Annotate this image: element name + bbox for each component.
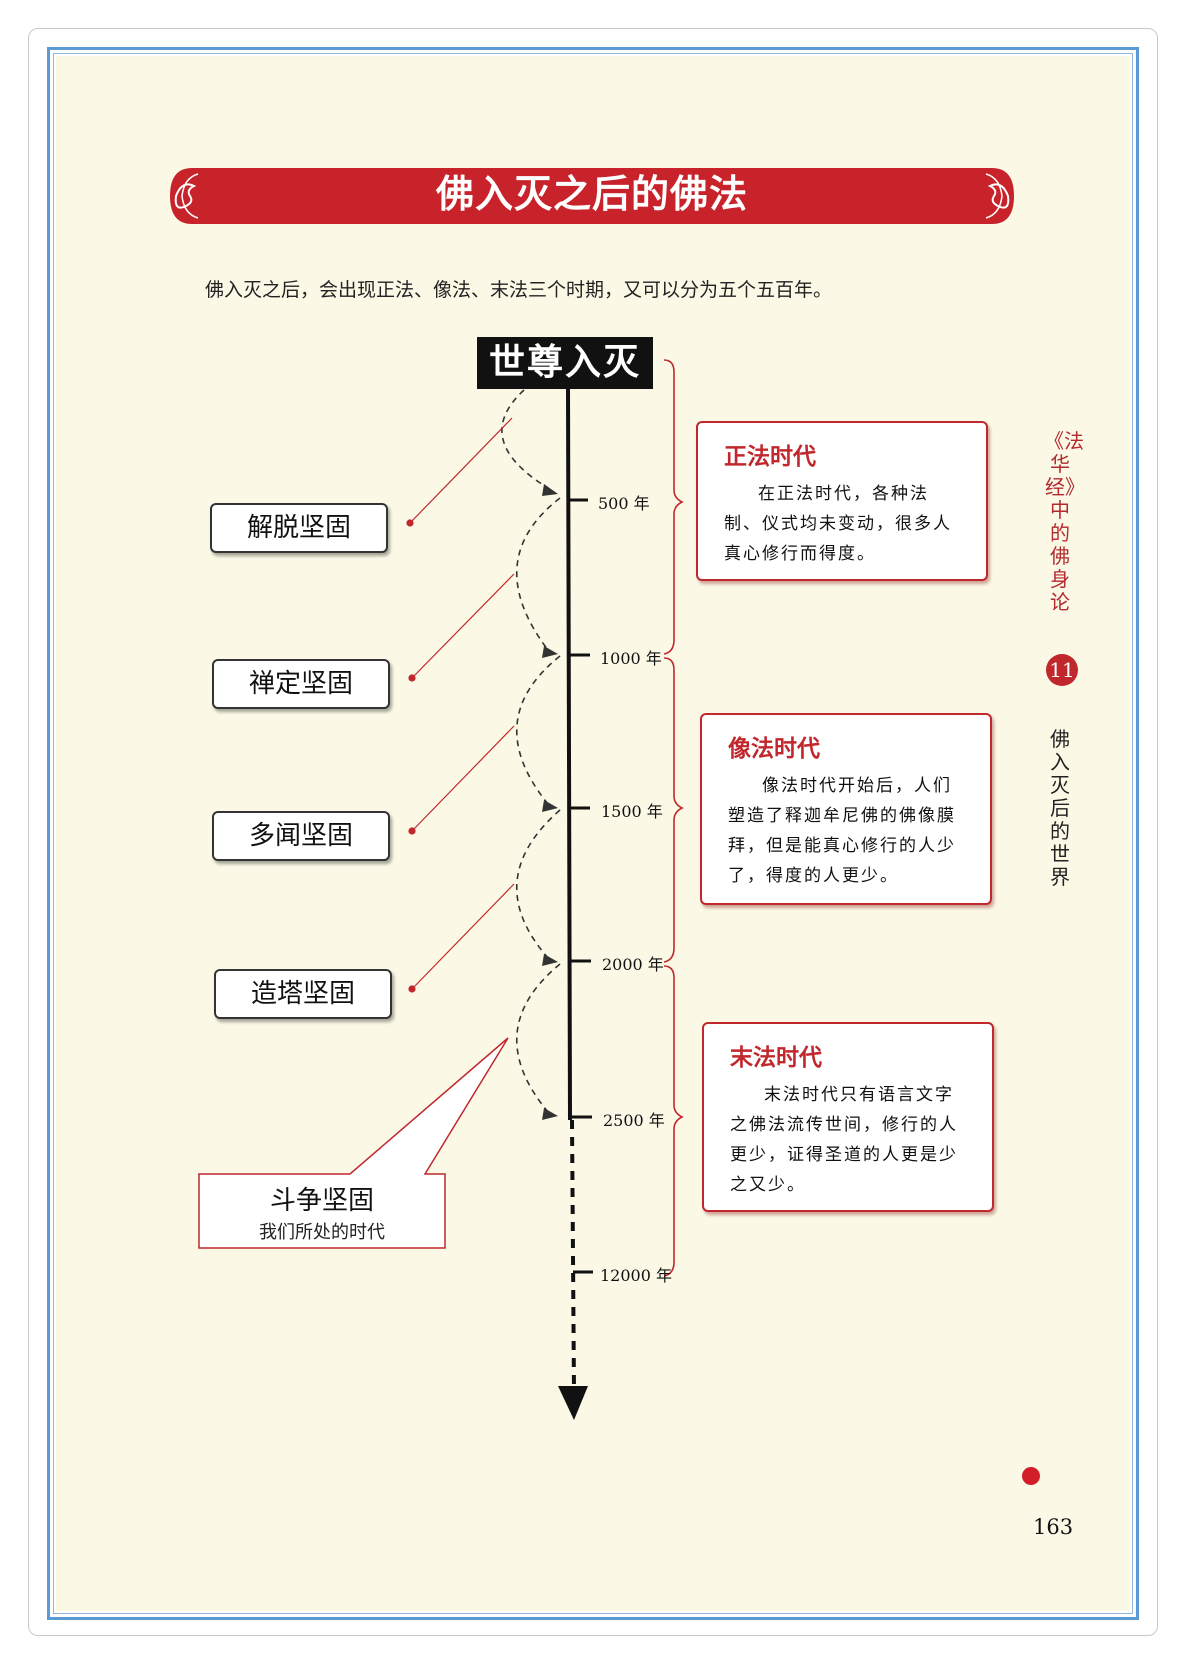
era-title: 末法时代	[730, 1044, 822, 1071]
era-box-zhengfa: 正法时代 在正法时代，各种法制、仪式均未变动，很多人真心修行而得度。	[696, 421, 988, 581]
era-text: 在正法时代，各种法制、仪式均未变动，很多人真心修行而得度。	[724, 484, 952, 564]
timeline-start-label: 世尊入灭	[477, 337, 653, 389]
tick-label: 2000 年	[602, 955, 664, 974]
page-border-inner	[53, 53, 1133, 1614]
era-text: 末法时代只有语言文字之佛法流传世间，修行的人更少，证得圣道的人更是少之又少。	[730, 1085, 958, 1195]
current-era-title: 斗争坚固	[269, 1186, 374, 1216]
page-number: 163	[1033, 1515, 1074, 1539]
tick-label: 12000 年	[600, 1266, 672, 1285]
era-text: 像法时代开始后，人们塑造了释迦牟尼佛的佛像膜拜，但是能真心修行的人少了，得度的人…	[728, 776, 956, 886]
left-ornament-icon	[174, 183, 197, 209]
timeline-future-line	[570, 1119, 576, 1393]
timeline-line	[566, 387, 572, 1121]
stage-box: 解脱坚固	[210, 503, 388, 553]
tick-label: 1500 年	[601, 802, 663, 821]
sidebar-chapter-title: 佛入灭后的世界	[1050, 727, 1070, 889]
current-era-box: 斗争坚固 我们所处的时代	[199, 1174, 445, 1248]
stage-box: 禅定坚固	[212, 659, 390, 709]
tick-label: 500 年	[598, 494, 650, 513]
connector-lines	[406, 417, 515, 993]
right-ornament-icon	[987, 183, 1010, 209]
current-era-subtitle: 我们所处的时代	[259, 1222, 385, 1243]
era-box-xiangfa: 像法时代 像法时代开始后，人们塑造了释迦牟尼佛的佛像膜拜，但是能真心修行的人少了…	[700, 713, 992, 905]
current-era-callout	[198, 1037, 509, 1249]
era-title: 正法时代	[724, 443, 816, 470]
stage-box: 造塔坚固	[214, 969, 392, 1019]
era-box-mofa: 末法时代 末法时代只有语言文字之佛法流传世间，修行的人更少，证得圣道的人更是少之…	[702, 1022, 994, 1212]
tick-label: 1000 年	[600, 649, 662, 668]
arrow-down-icon	[558, 1386, 588, 1420]
sidebar-book-title: 《法华经》中的佛身论	[1044, 429, 1084, 614]
era-brackets	[663, 359, 684, 1277]
tick-label: 2500 年	[603, 1111, 665, 1130]
page-border	[47, 47, 1139, 1620]
chapter-number-badge: 11	[1046, 654, 1078, 686]
era-title: 像法时代	[728, 735, 820, 762]
title-banner	[170, 168, 1014, 224]
page-title: 佛入灭之后的佛法	[435, 172, 748, 216]
stage-box: 多闻坚固	[212, 811, 390, 861]
page-marker-dot	[1022, 1467, 1040, 1485]
intro-text: 佛入灭之后，会出现正法、像法、末法三个时期，又可以分为五个五百年。	[205, 279, 833, 301]
period-arcs	[501, 389, 561, 1113]
